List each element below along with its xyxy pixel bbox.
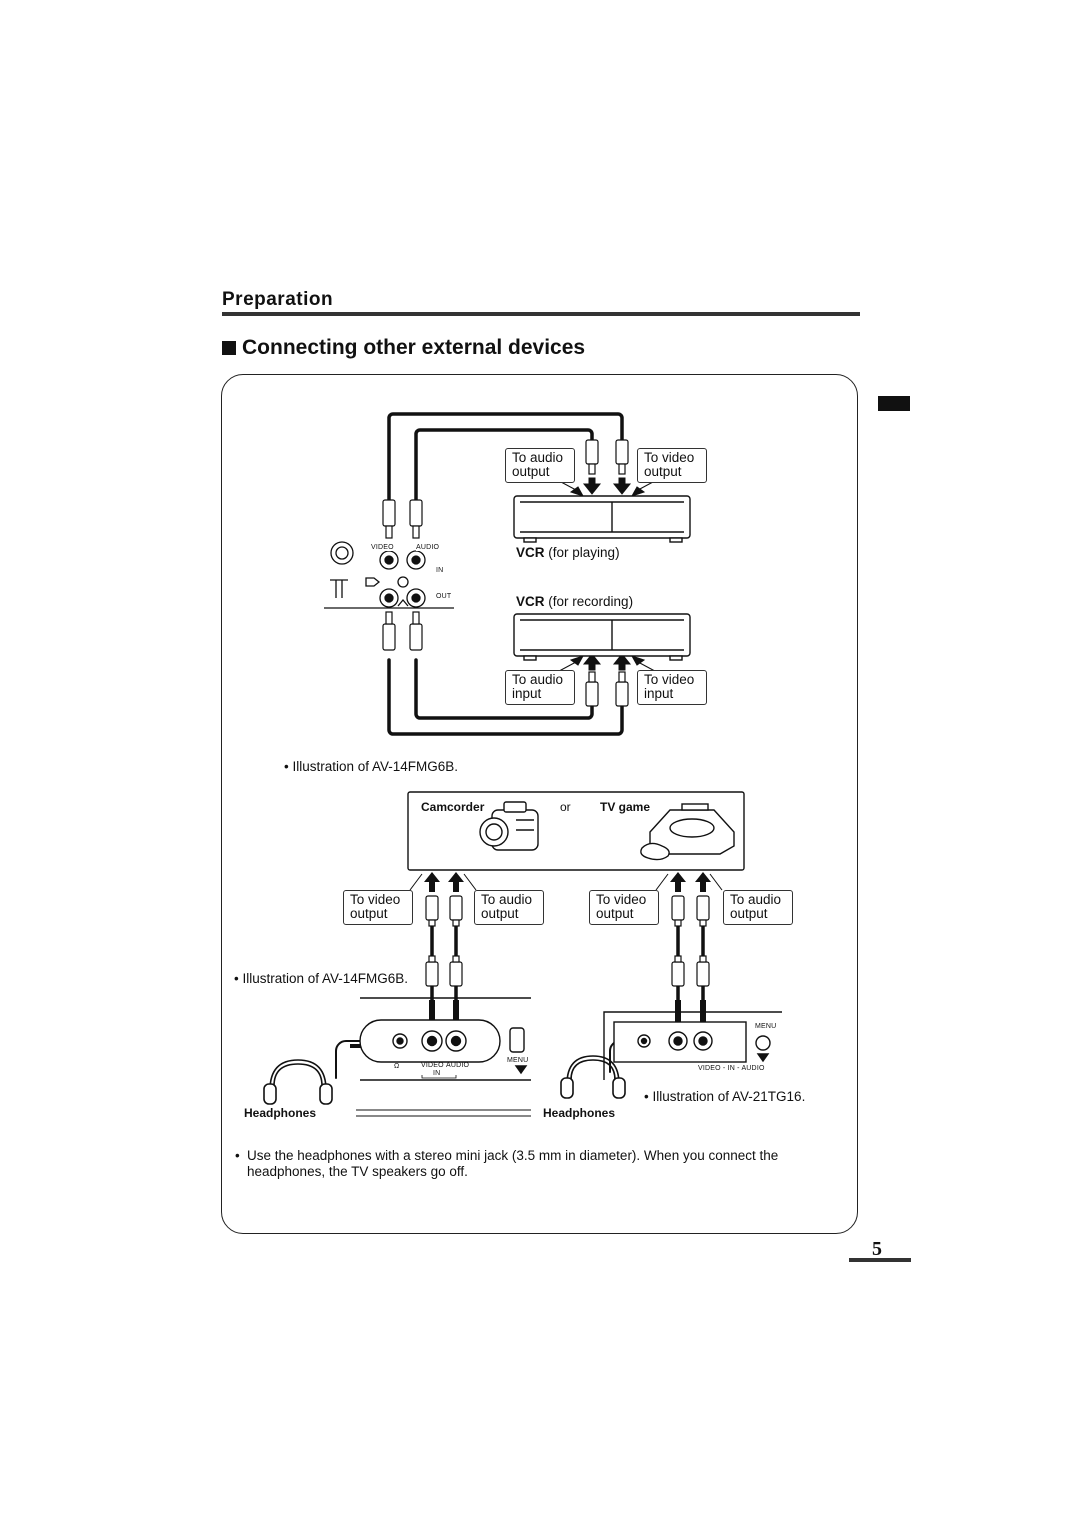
page-heading: Connecting other external devices xyxy=(222,336,585,360)
bullet-square-icon xyxy=(222,341,236,355)
front-left-label-in: IN xyxy=(433,1070,441,1077)
caption-top: • Illustration of AV-14FMG6B. xyxy=(284,759,459,774)
page-number: 5 xyxy=(872,1238,882,1260)
or-label: or xyxy=(560,800,571,814)
headphones-note: • Use the headphones with a stereo mini … xyxy=(235,1148,834,1180)
heading-text: Connecting other external devices xyxy=(242,336,586,359)
caption-bottom-right: • Illustration of AV-21TG16. xyxy=(644,1089,806,1104)
jack-label-out: OUT xyxy=(436,593,452,600)
front-right-label-menu: MENU xyxy=(755,1023,777,1030)
front-left-label-video: VIDEO xyxy=(421,1062,444,1069)
cable-audio-out-vcr xyxy=(414,428,594,502)
headphones-right-label: Headphones xyxy=(543,1106,616,1120)
jack-label-audio: AUDIO xyxy=(416,544,440,551)
camcorder-label: Camcorder xyxy=(421,800,485,814)
page-number-rule xyxy=(849,1258,911,1262)
caption-bottom-left: • Illustration of AV-14FMG6B. xyxy=(234,971,409,986)
note-bullet: • xyxy=(235,1148,240,1163)
cable-video-in-vcr xyxy=(387,658,624,736)
headphones-left-label: Headphones xyxy=(244,1106,317,1120)
front-left-label-audio: AUDIO xyxy=(446,1062,470,1069)
cable-audio-in-vcr xyxy=(414,658,594,720)
headphone-jack-icon: Ω xyxy=(394,1063,400,1070)
vcr-recording-label: VCR (for recording) xyxy=(516,594,634,609)
cable-video-out-vcr xyxy=(387,412,624,502)
section-title: Preparation xyxy=(222,289,334,310)
note-text: Use the headphones with a stereo mini ja… xyxy=(247,1148,779,1179)
section-rule xyxy=(222,312,860,316)
chapter-tab-marker xyxy=(878,396,910,411)
front-left-label-menu: MENU xyxy=(507,1057,529,1064)
tv-game-label: TV game xyxy=(600,800,651,814)
jack-label-video: VIDEO xyxy=(371,544,394,551)
diagram-panel xyxy=(221,374,858,1234)
front-right-label-video-in-audio: VIDEO - IN - AUDIO xyxy=(698,1065,765,1072)
jack-label-in: IN xyxy=(436,567,444,574)
vcr-playing-label: VCR (for playing) xyxy=(516,545,620,560)
